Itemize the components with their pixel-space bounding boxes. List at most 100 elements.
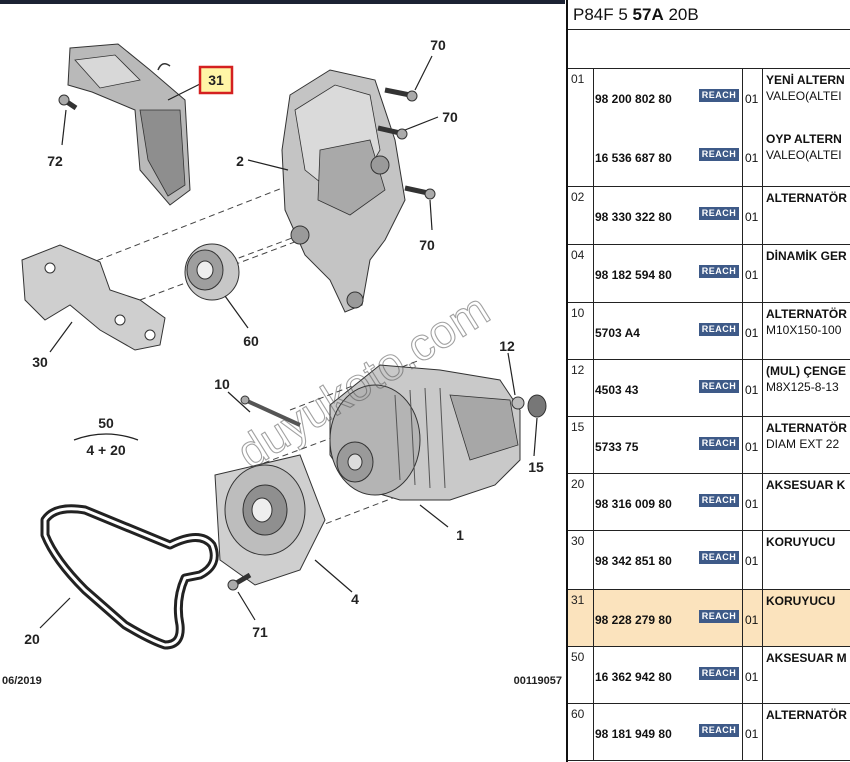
callout-70-middle[interactable]: 70 bbox=[442, 109, 458, 125]
column-divider bbox=[593, 360, 594, 416]
column-divider bbox=[593, 417, 594, 473]
part-description: ALTERNATÖR bbox=[766, 708, 847, 722]
support-bracket-2 bbox=[281, 69, 406, 313]
part-spec: VALEO(ALTEI bbox=[766, 148, 842, 162]
reach-badge: REACH bbox=[699, 551, 739, 564]
quantity: 01 bbox=[745, 210, 759, 224]
damper-pulley-4 bbox=[214, 454, 326, 586]
part-spec: DIAM EXT 22 bbox=[766, 437, 840, 451]
tensioner-pulley-60 bbox=[184, 243, 240, 301]
part-spec: M10X150-100 bbox=[766, 323, 842, 337]
callout-50[interactable]: 50 bbox=[98, 415, 114, 431]
part-number[interactable]: 5703 A4 bbox=[595, 326, 640, 340]
quantity: 01 bbox=[745, 670, 759, 684]
part-number[interactable]: 98 316 009 80 bbox=[595, 497, 672, 511]
column-divider bbox=[762, 647, 763, 703]
column-divider bbox=[593, 69, 594, 186]
callout-31[interactable]: 31 bbox=[208, 72, 224, 88]
quantity: 01 bbox=[745, 497, 759, 511]
part-description: AKSESUAR K bbox=[766, 478, 846, 492]
ref-number: 04 bbox=[571, 248, 585, 262]
reach-badge: REACH bbox=[699, 380, 739, 393]
column-divider bbox=[742, 417, 743, 473]
part-number[interactable]: 4503 43 bbox=[595, 383, 639, 397]
drive-belt-20 bbox=[40, 504, 219, 650]
callout-70-top[interactable]: 70 bbox=[430, 37, 446, 53]
callout-60[interactable]: 60 bbox=[243, 333, 259, 349]
callout-2[interactable]: 2 bbox=[236, 153, 244, 169]
quantity: 01 bbox=[745, 727, 759, 741]
callout-70-bottom[interactable]: 70 bbox=[419, 237, 435, 253]
ref-number: 10 bbox=[571, 306, 585, 320]
column-divider bbox=[762, 245, 763, 302]
callout-71[interactable]: 71 bbox=[252, 624, 268, 640]
part-description: ALTERNATÖR bbox=[766, 421, 847, 435]
ref-number: 30 bbox=[571, 534, 585, 548]
column-divider bbox=[742, 245, 743, 302]
model-code-bold: 57A bbox=[632, 5, 664, 24]
callout-12[interactable]: 12 bbox=[499, 338, 515, 354]
column-divider bbox=[762, 704, 763, 760]
screw-72 bbox=[58, 94, 78, 111]
part-number[interactable]: 98 342 851 80 bbox=[595, 554, 672, 568]
reach-badge: REACH bbox=[699, 610, 739, 623]
reach-badge: REACH bbox=[699, 724, 739, 737]
part-number[interactable]: 98 330 322 80 bbox=[595, 210, 672, 224]
part-number[interactable]: 16 362 942 80 bbox=[595, 670, 672, 684]
callout-20[interactable]: 20 bbox=[24, 631, 40, 647]
column-divider bbox=[742, 69, 743, 186]
column-divider bbox=[742, 531, 743, 589]
part-spec: VALEO(ALTEI bbox=[766, 89, 842, 103]
callout-72[interactable]: 72 bbox=[47, 153, 63, 169]
parts-row-60[interactable]: 60 98 181 949 80 REACH 01 ALTERNATÖR bbox=[568, 704, 850, 761]
column-divider bbox=[762, 417, 763, 473]
column-divider bbox=[742, 647, 743, 703]
quantity: 01 bbox=[745, 613, 759, 627]
part-number[interactable]: 98 182 594 80 bbox=[595, 268, 672, 282]
part-description: ALTERNATÖR bbox=[766, 307, 847, 321]
ref-number: 60 bbox=[571, 707, 585, 721]
part-number[interactable]: 98 228 279 80 bbox=[595, 613, 672, 627]
callout-10[interactable]: 10 bbox=[214, 376, 230, 392]
column-divider bbox=[742, 360, 743, 416]
column-divider bbox=[762, 187, 763, 244]
part-number[interactable]: 16 536 687 80 bbox=[595, 151, 672, 165]
callout-15[interactable]: 15 bbox=[528, 459, 544, 475]
part-number[interactable]: 98 181 949 80 bbox=[595, 727, 672, 741]
callout-4[interactable]: 4 bbox=[351, 591, 359, 607]
column-divider bbox=[742, 704, 743, 760]
ref-number: 01 bbox=[571, 72, 585, 86]
diagram-code: 00119057 bbox=[514, 675, 562, 687]
column-divider bbox=[762, 360, 763, 416]
callout-1[interactable]: 1 bbox=[456, 527, 464, 543]
column-divider bbox=[593, 590, 594, 646]
column-divider bbox=[593, 187, 594, 244]
callout-30[interactable]: 30 bbox=[32, 354, 48, 370]
alternator-part-1 bbox=[329, 364, 521, 501]
column-divider bbox=[742, 474, 743, 530]
quantity: 01 bbox=[745, 92, 759, 106]
part-description: AKSESUAR M bbox=[766, 651, 847, 665]
part-number[interactable]: 5733 75 bbox=[595, 440, 639, 454]
part-number[interactable]: 98 200 802 80 bbox=[595, 92, 672, 106]
reach-badge: REACH bbox=[699, 323, 739, 336]
column-divider bbox=[742, 590, 743, 646]
selected-callout-highlight bbox=[198, 65, 234, 95]
screws-70 bbox=[377, 87, 436, 200]
column-divider bbox=[593, 245, 594, 302]
ref-number: 02 bbox=[571, 190, 585, 204]
column-divider bbox=[593, 303, 594, 359]
column-divider bbox=[593, 531, 594, 589]
reach-badge: REACH bbox=[699, 148, 739, 161]
